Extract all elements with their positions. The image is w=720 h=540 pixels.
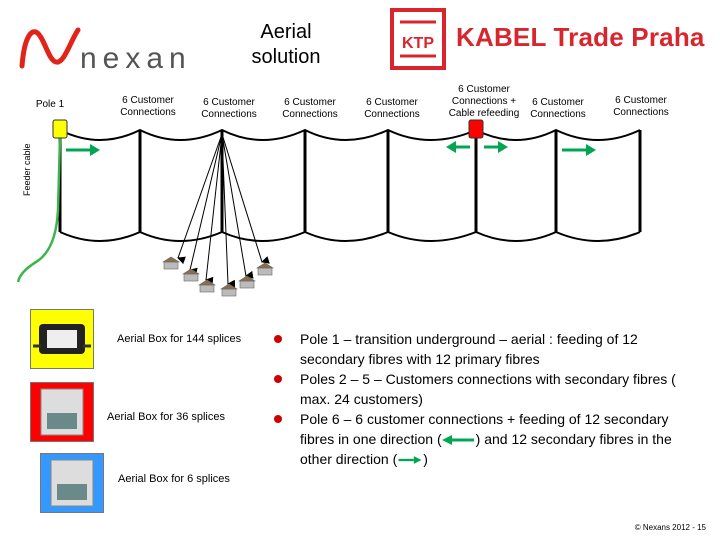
feeder-arrow-left-icon bbox=[446, 141, 470, 153]
pole1-label: Pole 1 bbox=[35, 99, 65, 110]
aerial-cable-lower bbox=[59, 230, 641, 242]
feeder-arrow-right-icon bbox=[484, 141, 508, 153]
nexans-logo-text: nexans bbox=[80, 42, 188, 74]
aerial-box-144-label: Aerial Box for 144 splices bbox=[117, 333, 242, 345]
aerial-box-144-photo bbox=[30, 309, 94, 369]
pole-label: 6 Customer Connections bbox=[282, 97, 338, 120]
ktp-logo: KTP bbox=[390, 8, 446, 70]
slide-title: Aerial solution bbox=[251, 21, 321, 68]
pole1-splice-box bbox=[52, 119, 68, 139]
arrow-right-icon bbox=[398, 456, 422, 465]
bullet-item: Poles 2 – 5 – Customers connections with… bbox=[272, 369, 692, 409]
pole-label: 6 Customer Connections bbox=[364, 97, 420, 120]
pole-label: 6 Customer Connections bbox=[120, 95, 176, 118]
footer-copyright: © Nexans 2012 - 15 bbox=[634, 523, 706, 532]
ktp-mark: KTP bbox=[402, 35, 434, 52]
arrow-left-icon bbox=[441, 435, 474, 446]
pole-label: 6 Customer Connections bbox=[613, 95, 669, 118]
aerial-box-6-label: Aerial Box for 6 splices bbox=[118, 473, 230, 485]
aerial-box-6-photo bbox=[40, 453, 104, 513]
bullet-dot-icon bbox=[274, 415, 282, 423]
aerial-network-diagram bbox=[16, 119, 642, 297]
feeder-arrow-right-icon bbox=[562, 144, 596, 156]
description-bullets: Pole 1 – transition underground – aerial… bbox=[272, 329, 692, 469]
nexans-logo: nexans bbox=[19, 27, 188, 74]
bullet-dot-icon bbox=[274, 375, 282, 383]
feeder-arrow-icon bbox=[66, 144, 100, 156]
aerial-cable bbox=[59, 128, 641, 141]
bullet-item: Pole 6 – 6 customer connections + feedin… bbox=[272, 409, 692, 469]
pole-label: 6 Customer Connections bbox=[530, 97, 586, 120]
feeder-cable bbox=[16, 136, 62, 283]
pole-label: 6 Customer Connections bbox=[201, 97, 257, 120]
refeed-splice-box bbox=[468, 119, 484, 139]
pole-label: 6 Customer Connections + Cable refeeding bbox=[448, 84, 520, 119]
house-icon bbox=[161, 256, 275, 297]
aerial-box-36-label: Aerial Box for 36 splices bbox=[107, 411, 225, 423]
ktp-logo-text: KABEL Trade Praha bbox=[456, 22, 705, 52]
bullet-dot-icon bbox=[274, 335, 282, 343]
aerial-box-36-photo bbox=[30, 382, 94, 442]
customer-drop-cables bbox=[177, 133, 270, 288]
bullet-item: Pole 1 – transition underground – aerial… bbox=[272, 329, 692, 369]
